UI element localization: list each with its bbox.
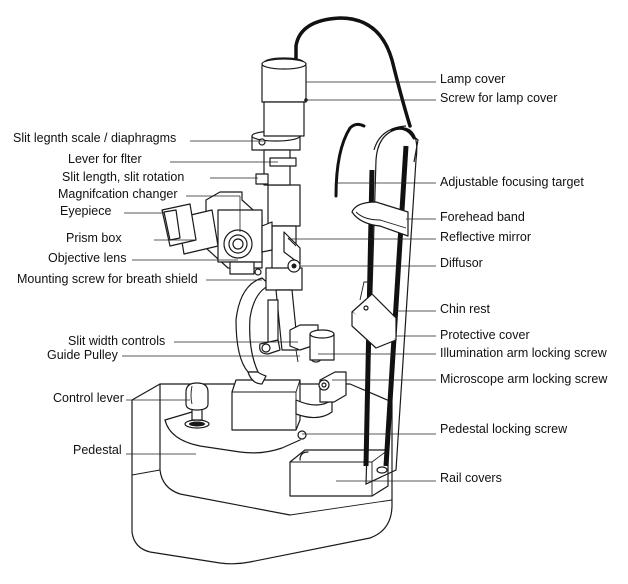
slit-scale-assembly (251, 130, 301, 186)
label-objective-lens: Objective lens (48, 251, 127, 265)
leader-lines (122, 81, 436, 482)
label-adjustable-focusing-target: Adjustable focusing target (440, 175, 584, 189)
illumination-column (259, 184, 335, 363)
label-lamp-cover: Lamp cover (440, 72, 505, 86)
label-mounting-screw: Mounting screw for breath shield (17, 272, 198, 286)
pedestal-base (131, 383, 393, 565)
label-protective-cover: Protective cover (440, 328, 530, 342)
control-lever-part (184, 382, 210, 429)
label-slit-length-rotation: Slit length, slit rotation (62, 170, 184, 184)
label-slit-width-controls: Slit width controls (68, 334, 165, 348)
label-eyepiece: Eyepiece (60, 204, 111, 218)
rail-cover-box (289, 449, 389, 497)
label-prism-box: Prism box (66, 231, 122, 245)
label-magnification-changer: Magnifcation changer (58, 187, 178, 201)
chin-rest-part (351, 281, 397, 349)
label-diffusor: Diffusor (440, 256, 483, 270)
label-chin-rest: Chin rest (440, 302, 491, 316)
label-screw-for-lamp-cover: Screw for lamp cover (440, 91, 557, 105)
label-guide-pulley: Guide Pulley (47, 348, 119, 362)
focusing-target-wire (334, 122, 366, 198)
label-control-lever: Control lever (53, 391, 124, 405)
label-lever-for-filter: Lever for flter (68, 152, 142, 166)
labels: Lamp cover Screw for lamp cover Slit leg… (13, 72, 608, 485)
focusing-target-wire-top (390, 126, 416, 140)
label-microscope-arm-locking-screw: Microscope arm locking screw (440, 372, 608, 386)
forehead-band-part (351, 201, 409, 237)
base-column (231, 371, 347, 440)
label-pedestal: Pedestal (73, 443, 122, 457)
lamp-housing (261, 57, 308, 137)
label-slit-length-scale: Slit legnth scale / diaphragms (13, 131, 176, 145)
microscope-arm (235, 277, 271, 385)
label-pedestal-locking-screw: Pedestal locking screw (440, 422, 568, 436)
slit-lamp-illustration (131, 16, 419, 565)
label-reflective-mirror: Reflective mirror (440, 230, 531, 244)
lamp-cable (294, 16, 412, 128)
label-forehead-band: Forehead band (440, 210, 525, 224)
label-rail-covers: Rail covers (440, 471, 502, 485)
label-illumination-arm-locking-screw: Illumination arm locking screw (440, 346, 608, 360)
microscope-body (161, 191, 273, 276)
